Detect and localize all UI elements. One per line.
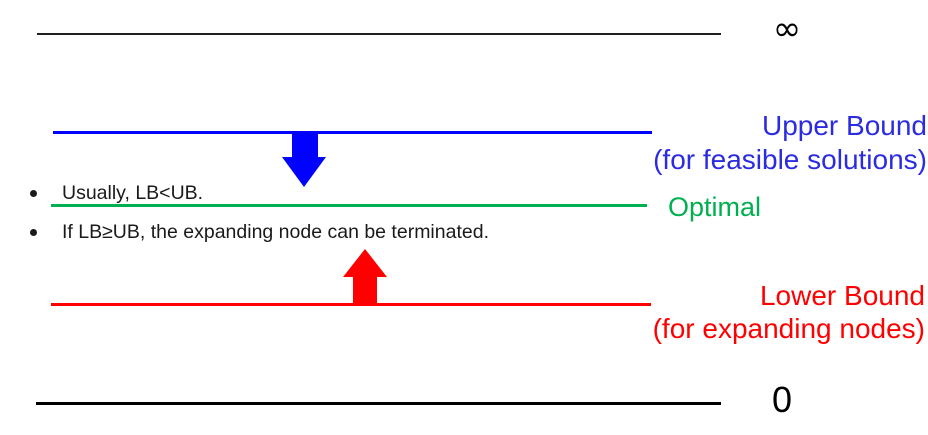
- bullet-dot: [30, 190, 37, 197]
- bullet-text-usually: Usually, LB<UB.: [62, 182, 204, 204]
- upper-bound-line: [53, 131, 652, 134]
- arrow-up-icon: [343, 249, 387, 305]
- upper-bound-subtitle: (for feasible solutions): [653, 144, 927, 175]
- lower-bound-title: Lower Bound: [759, 280, 925, 311]
- lower-bound-subtitle: (for expanding nodes): [652, 313, 925, 344]
- bullet-dot: [30, 229, 37, 236]
- optimal-line: [51, 204, 647, 207]
- lower-bound-label: Lower Bound (for expanding nodes): [653, 279, 925, 345]
- upper-bound-label: Upper Bound (for feasible solutions): [653, 109, 927, 177]
- arrow-down-icon: [282, 133, 326, 187]
- zero-label: 0: [771, 379, 793, 420]
- lower-bound-line: [51, 303, 651, 306]
- arrow-up-shape: [343, 249, 387, 305]
- optimal-label: Optimal: [668, 192, 762, 222]
- infinity-label: ∞: [772, 9, 802, 49]
- infinity-level-line: [37, 33, 721, 35]
- upper-bound-title: Upper Bound: [761, 110, 927, 141]
- arrow-down-shape: [282, 133, 326, 187]
- bullet-text-terminate: If LB≥UB, the expanding node can be term…: [62, 221, 489, 243]
- zero-level-line: [36, 402, 721, 405]
